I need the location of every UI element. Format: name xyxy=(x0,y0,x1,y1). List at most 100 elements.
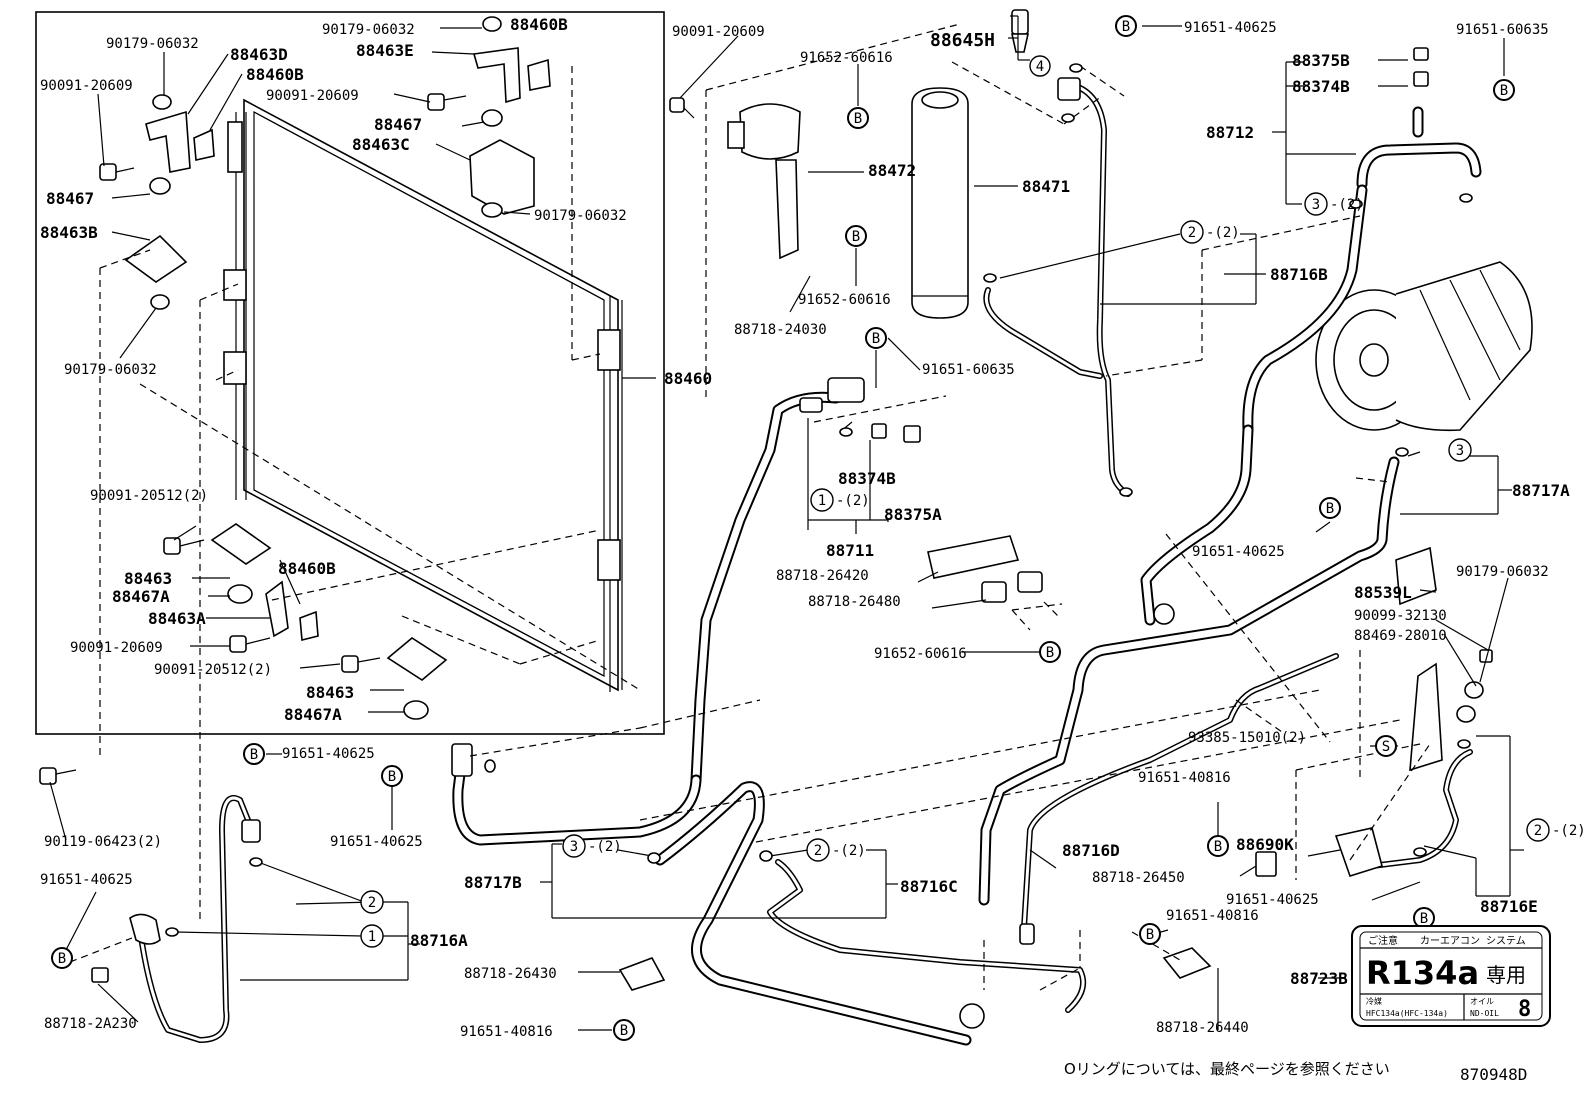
bracket-88463c xyxy=(469,139,535,215)
leader-lines xyxy=(49,15,1524,1031)
label-90091-20609-c: 90091-20609 xyxy=(70,640,163,656)
label-88716d: 88716D xyxy=(1062,841,1120,860)
label-88463b: 88463B xyxy=(40,223,98,242)
label-90179-06032-top: 90179-06032 xyxy=(322,22,415,38)
clamp-88718-26450 xyxy=(1255,851,1277,877)
condenser-side-tabs xyxy=(223,121,621,581)
misc-bushings-right xyxy=(1456,649,1493,723)
drier-bracket-88472 xyxy=(727,103,801,260)
label-88463a: 88463A xyxy=(148,609,206,628)
label-88723b: 88723B xyxy=(1290,969,1348,988)
label-91651-40816-a: 91651-40816 xyxy=(1138,770,1231,786)
grommets xyxy=(149,16,503,720)
clip-88460b-low xyxy=(299,610,319,642)
label-88718-26480: 88718-26480 xyxy=(808,594,901,610)
svg-text:-(2): -(2) xyxy=(832,843,866,859)
label-88463-b: 88463 xyxy=(306,683,354,702)
svg-text:オイル: オイル xyxy=(1470,997,1494,1006)
pipe-88716d xyxy=(1019,653,1339,945)
label-88467a-a: 88467A xyxy=(112,587,170,606)
bracket-88463d xyxy=(145,110,191,173)
svg-text:3: 3 xyxy=(570,839,578,855)
bolt-symbol-10: B xyxy=(1207,835,1229,857)
label-88690k: 88690K xyxy=(1236,835,1294,854)
label-90091-20609-a: 90091-20609 xyxy=(40,78,133,94)
label-88718-24030: 88718-24030 xyxy=(734,322,827,338)
label-88467a-b: 88467A xyxy=(284,705,342,724)
label-90099-32130: 90099-32130 xyxy=(1354,608,1447,624)
svg-text:カーエアコン システム: カーエアコン システム xyxy=(1420,935,1526,947)
label-91652-60616-c: 91652-60616 xyxy=(874,646,967,662)
svg-text:2: 2 xyxy=(1534,823,1542,839)
label-91651-40625-top: 91651-40625 xyxy=(1184,20,1277,36)
label-93385-15010: 93385-15010(2) xyxy=(1188,730,1306,746)
clamp-88718-26430 xyxy=(618,957,666,991)
label-88460b-b: 88460B xyxy=(278,559,336,578)
label-88718-26430: 88718-26430 xyxy=(464,966,557,982)
label-88717a: 88717A xyxy=(1512,481,1570,500)
label-88463d: 88463D xyxy=(230,45,288,64)
bolt-symbol-4: B xyxy=(845,225,867,247)
label-88717b: 88717B xyxy=(464,873,522,892)
label-90179-06032-c: 90179-06032 xyxy=(64,362,157,378)
label-91651-40625-d: 91651-40625 xyxy=(330,834,423,850)
label-91652-60616-top: 91652-60616 xyxy=(800,50,893,66)
svg-text:4: 4 xyxy=(1036,59,1044,75)
oring-refs: 4 3 -(2) 2 -(2) 1 -(2) 3 2 -(2) 3 -(2) 2… xyxy=(360,55,1586,948)
label-88712: 88712 xyxy=(1206,123,1254,142)
label-91652-60616-b: 91652-60616 xyxy=(798,292,891,308)
label-90179-06032-b: 90179-06032 xyxy=(534,208,627,224)
bracket-88463a xyxy=(265,580,289,638)
label-91651-40625-e: 91651-40625 xyxy=(40,872,133,888)
label-91651-60635-b: 91651-60635 xyxy=(922,362,1015,378)
clip-88460b-mid xyxy=(193,128,215,161)
pipe-88717b xyxy=(451,743,985,1046)
label-88460b-top: 88460B xyxy=(510,15,568,34)
bolt-symbol-1: B xyxy=(1115,15,1137,37)
svg-text:3: 3 xyxy=(1312,197,1320,213)
oring-footnote: Oリングについては、最終ページを参照ください xyxy=(1064,1060,1390,1078)
refrigerant-label-plate: ご注意 カーエアコン システム R134a 専用 冷媒 HFC134a(HFC-… xyxy=(1351,925,1551,1027)
label-88645h: 88645H xyxy=(930,30,995,51)
label-88467-a: 88467 xyxy=(374,115,422,134)
svg-text:S: S xyxy=(1382,739,1390,755)
pipe-88716e xyxy=(1369,749,1473,869)
label-88375a: 88375A xyxy=(884,505,942,524)
pipe-88711 xyxy=(690,377,865,786)
svg-text:2: 2 xyxy=(368,895,376,911)
svg-text:R134a: R134a xyxy=(1366,954,1479,992)
clamp-88718-26420 xyxy=(927,535,1020,579)
label-88716a: 88716A xyxy=(410,931,468,950)
label-88375b: 88375B xyxy=(1292,51,1350,70)
bracket-88463e xyxy=(472,47,521,104)
svg-text:ND-OIL: ND-OIL xyxy=(1470,1009,1499,1018)
label-88463-a: 88463 xyxy=(124,569,172,588)
label-90179-06032-d: 90179-06032 xyxy=(1456,564,1549,580)
label-91651-60635-top: 91651-60635 xyxy=(1456,22,1549,38)
bolt-symbol-9: B xyxy=(381,765,403,787)
label-91651-40625-f: 91651-40625 xyxy=(1226,892,1319,908)
svg-text:冷媒: 冷媒 xyxy=(1366,996,1382,1006)
svg-text:-(2): -(2) xyxy=(1330,197,1364,213)
svg-text:B: B xyxy=(1046,645,1054,661)
condenser-core xyxy=(235,98,623,692)
label-88460: 88460 xyxy=(664,369,712,388)
bolt-symbol-7: B xyxy=(1039,641,1061,663)
svg-text:2: 2 xyxy=(1188,225,1196,241)
receiver-drier-88471 xyxy=(911,87,969,319)
svg-text:3: 3 xyxy=(1456,443,1464,459)
svg-text:B: B xyxy=(1420,911,1428,927)
svg-text:B: B xyxy=(388,769,396,785)
bolt-symbol-2: B xyxy=(1493,79,1515,101)
label-88374b-top: 88374B xyxy=(1292,77,1350,96)
hose-88712 xyxy=(1140,106,1482,626)
bolt-symbol-12: B xyxy=(1139,923,1161,945)
figure-id: 870948D xyxy=(1460,1065,1527,1084)
svg-text:-(2): -(2) xyxy=(1552,823,1586,839)
svg-text:ご注意: ご注意 xyxy=(1368,934,1398,947)
bracket-88463b xyxy=(124,234,188,283)
bracket-88539l xyxy=(1395,546,1437,606)
bolt-symbol-8: B xyxy=(243,743,265,765)
label-88469-28010: 88469-28010 xyxy=(1354,628,1447,644)
label-88471: 88471 xyxy=(1022,177,1070,196)
